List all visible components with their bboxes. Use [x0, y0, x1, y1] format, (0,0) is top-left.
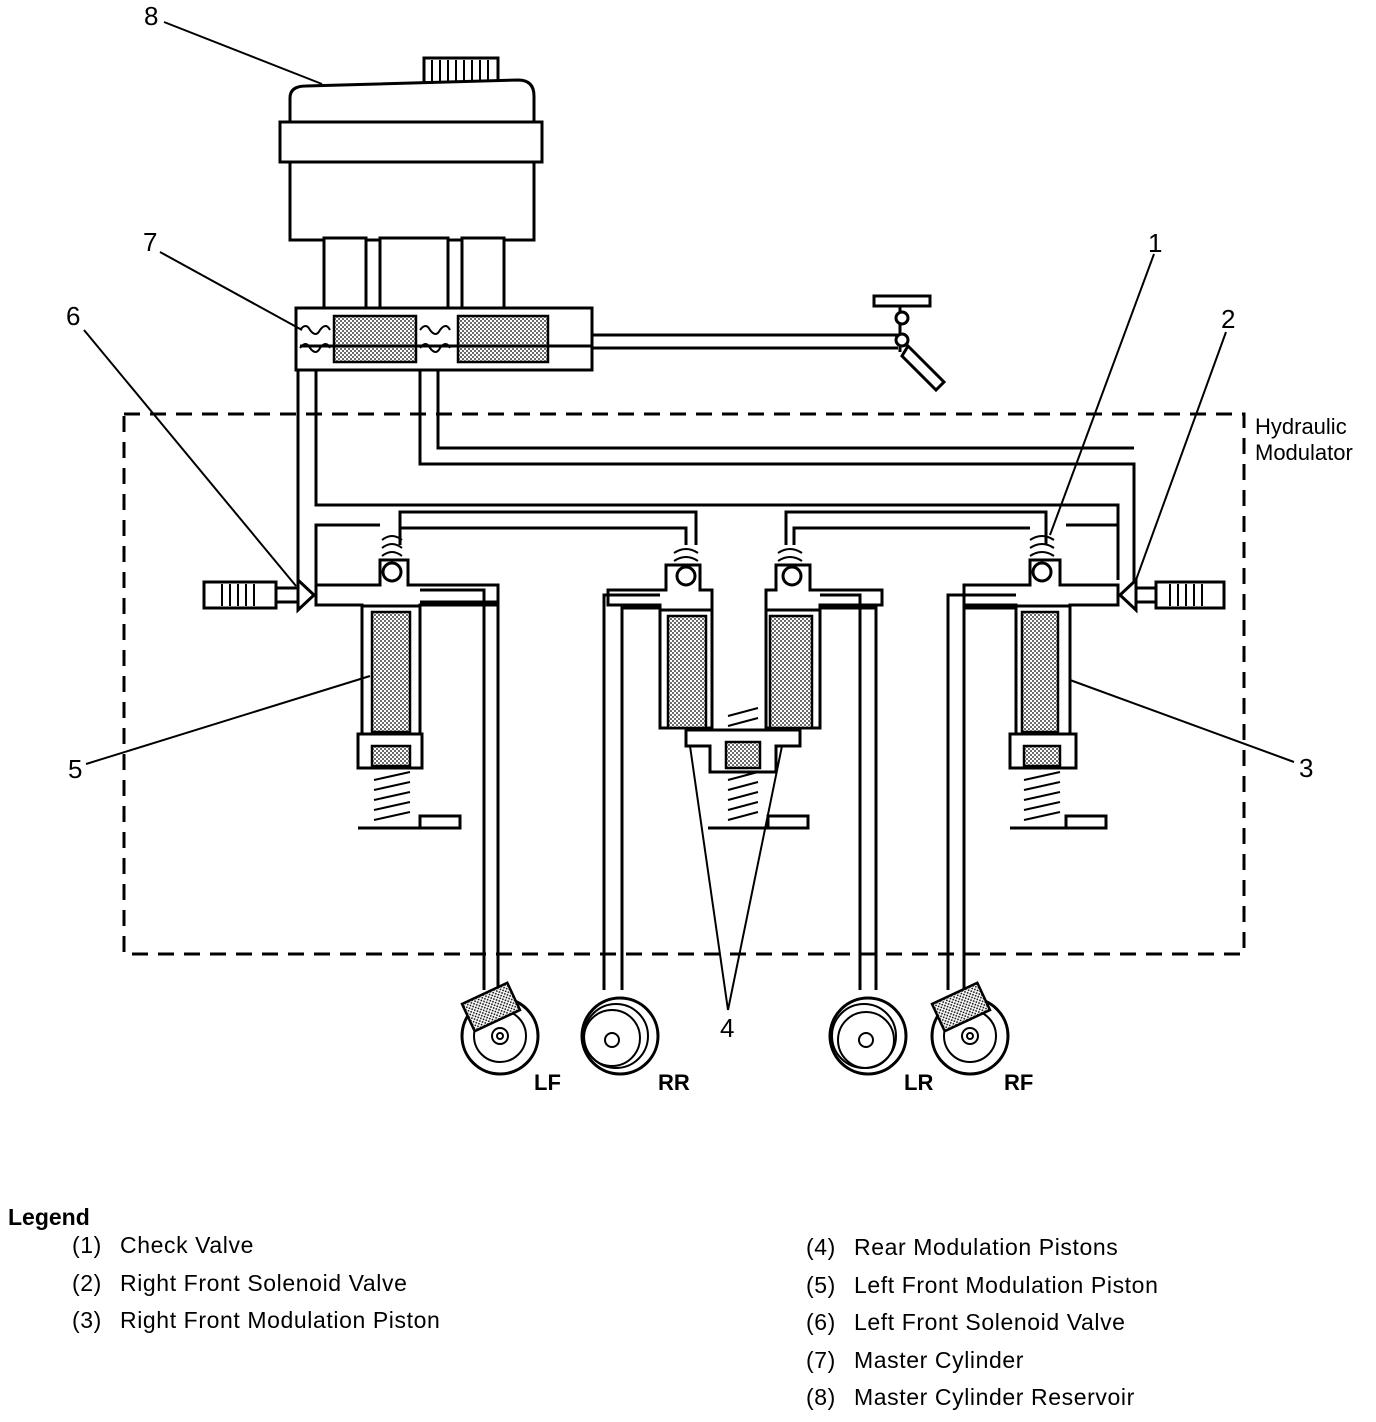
callout-8: 8 — [144, 1, 158, 31]
legend-item-text: Right Front Modulation Piston — [120, 1307, 441, 1333]
left-front-wheel-disc — [460, 981, 540, 1076]
callout-7: 7 — [143, 227, 157, 257]
master-cylinder — [294, 306, 594, 372]
brake-lines — [296, 370, 1136, 590]
legend-item-text: Left Front Modulation Piston — [854, 1271, 1159, 1298]
legend-item-text: Rear Modulation Pistons — [854, 1234, 1119, 1260]
rear-modulation-pistons — [606, 548, 884, 830]
legend-item-number: (3) — [72, 1307, 102, 1333]
legend-item: (3) Right Front Modulation Piston — [72, 1307, 440, 1345]
wheel-label-rf: RF — [1004, 1070, 1033, 1095]
legend: Legend (1) Check Valve (2) Right Front Sol… — [0, 1200, 1376, 1418]
master-cylinder-reservoir — [278, 56, 544, 312]
wheel-label-lf: LF — [534, 1070, 561, 1095]
wheel-label-lr: LR — [904, 1070, 933, 1095]
right-rear-wheel-drum — [580, 996, 660, 1076]
legend-item: (1) Check Valve — [72, 1232, 440, 1270]
legend-item-number: (6) — [806, 1309, 836, 1335]
callout-5: 5 — [68, 754, 82, 784]
callout-3: 3 — [1299, 753, 1313, 783]
legend-item-number: (2) — [72, 1269, 102, 1296]
legend-item: (4) Rear Modulation Pistons — [806, 1234, 1158, 1272]
hydraulic-modulator-label-line-2: Modulator — [1255, 440, 1353, 465]
legend-item-text: Master Cylinder Reservoir — [854, 1384, 1135, 1410]
legend-item-number: (4) — [806, 1234, 836, 1260]
legend-item-number: (8) — [806, 1384, 836, 1410]
hydraulic-modulator-box — [122, 412, 1246, 956]
legend-item-number: (1) — [72, 1232, 102, 1258]
legend-item: (5) Left Front Modulation Piston — [806, 1272, 1158, 1310]
legend-item-text: Right Front Solenoid Valve — [120, 1269, 408, 1296]
legend-column-left: (1) Check Valve (2) Right Front Solenoid V… — [72, 1232, 440, 1345]
left-front-solenoid-valve — [202, 576, 317, 614]
right-front-wheel-disc — [930, 981, 1010, 1076]
hydraulic-modulator-label-line-1: Hydraulic — [1255, 414, 1347, 439]
callout-4: 4 — [720, 1013, 734, 1043]
legend-item: (8) Master Cylinder Reservoir — [806, 1384, 1158, 1422]
leader-lines — [83, 21, 1295, 1011]
legend-item: (6) Left Front Solenoid Valve — [806, 1309, 1158, 1347]
right-front-solenoid-valve — [1117, 576, 1226, 614]
legend-item-text: Master Cylinder — [854, 1346, 1025, 1373]
callout-1: 1 — [1148, 228, 1162, 258]
legend-item: (7) Master Cylinder — [806, 1347, 1158, 1385]
wheel-brake-lines — [420, 588, 1016, 990]
legend-item-number: (5) — [806, 1271, 836, 1298]
left-front-modulation-piston — [314, 535, 500, 830]
legend-title: Legend — [8, 1204, 90, 1230]
callout-2: 2 — [1221, 304, 1235, 334]
legend-item: (2) Right Front Solenoid Valve — [72, 1270, 440, 1308]
legend-column-right: (4) Rear Modulation Pistons (5) Left Front… — [806, 1234, 1158, 1422]
wheel-label-rr: RR — [658, 1070, 690, 1095]
legend-item-text: Left Front Solenoid Valve — [854, 1309, 1126, 1335]
left-rear-wheel-drum — [828, 996, 908, 1076]
check-valve — [1029, 535, 1055, 557]
brake-pedal — [592, 294, 947, 393]
legend-item-number: (7) — [806, 1346, 836, 1373]
callout-6: 6 — [66, 301, 80, 331]
right-front-modulation-piston — [962, 558, 1120, 830]
legend-item-text: Check Valve — [120, 1232, 255, 1258]
